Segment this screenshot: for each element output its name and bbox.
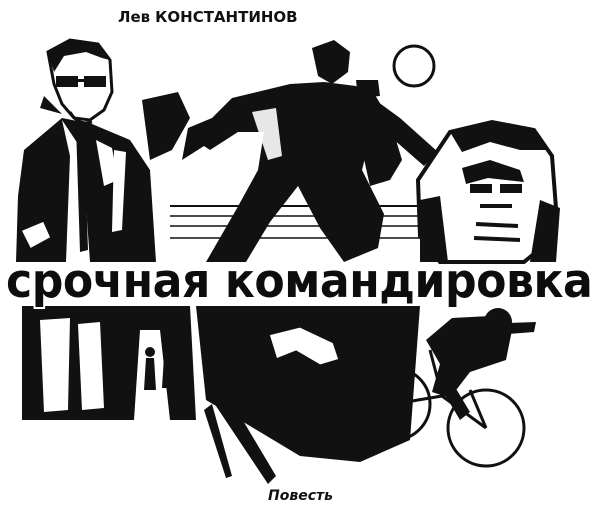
- genre-label: Повесть: [268, 488, 333, 504]
- author-last-name: КОНСТАНТИНОВ: [155, 8, 298, 26]
- knife-icon: [204, 392, 276, 484]
- landscape-lines: [170, 205, 420, 239]
- story-title: срочная командировка: [6, 254, 593, 309]
- second-figure-icon: [348, 80, 402, 186]
- author-first-name: Лев: [118, 8, 151, 26]
- moon-icon: [392, 44, 436, 88]
- man-smoking-icon: [16, 38, 190, 262]
- worried-man-face-icon: [415, 119, 560, 264]
- street-scene-icon: [22, 306, 196, 420]
- cyclist-icon: [356, 308, 536, 468]
